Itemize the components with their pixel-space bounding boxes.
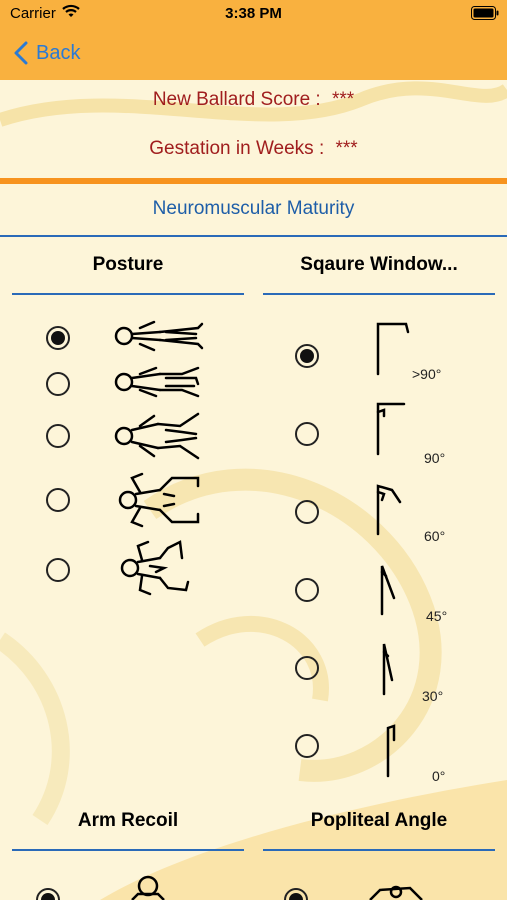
divider (0, 235, 507, 237)
posture-title: Posture (92, 254, 164, 275)
battery-icon (471, 6, 499, 24)
square-window-figure-5 (386, 724, 396, 778)
square-window-underline (263, 293, 495, 295)
carrier-label: Carrier (10, 5, 56, 22)
posture-radio-1[interactable] (46, 372, 70, 396)
gestation-weeks: Gestation in Weeks : *** (0, 138, 507, 160)
posture-radio-0[interactable] (46, 326, 70, 350)
gestation-weeks-value: *** (335, 138, 358, 159)
angle-label-0: >90° (412, 366, 442, 382)
square-window-radio-5[interactable] (295, 734, 319, 758)
posture-radio-4[interactable] (46, 558, 70, 582)
arm-recoil-radio-0[interactable] (36, 888, 60, 900)
square-window-radio-1[interactable] (295, 422, 319, 446)
posture-figure-1 (114, 366, 200, 398)
back-label: Back (36, 41, 81, 64)
arm-recoil-title: Arm Recoil (77, 810, 179, 831)
posture-radio-3[interactable] (46, 488, 70, 512)
gestation-weeks-label: Gestation in Weeks : (149, 138, 325, 159)
posture-radio-2[interactable] (46, 424, 70, 448)
square-window-figure-1 (376, 402, 406, 456)
clock-label: 3:38 PM (225, 5, 282, 22)
posture-figure-0 (114, 320, 204, 352)
angle-label-5: 0° (432, 768, 446, 784)
angle-label-3: 45° (426, 608, 448, 624)
posture-underline (12, 293, 244, 295)
arm-recoil-figure-0 (131, 875, 165, 900)
status-bar: Carrier 3:38 PM (0, 0, 507, 30)
square-window-radio-2[interactable] (295, 500, 319, 524)
popliteal-angle-figure-0 (369, 885, 423, 900)
back-button[interactable]: Back (14, 38, 80, 68)
square-window-radio-0[interactable] (295, 344, 319, 368)
square-window-radio-4[interactable] (295, 656, 319, 680)
posture-figure-3 (118, 472, 200, 528)
ballard-score-label: New Ballard Score : (152, 89, 321, 110)
square-window-figure-3 (380, 565, 396, 616)
square-window-figure-2 (376, 484, 402, 536)
divider (0, 178, 507, 184)
angle-label-4: 30° (422, 688, 444, 704)
square-window-title: Sqaure Window... (300, 254, 458, 275)
chevron-left-icon (14, 41, 28, 65)
ballard-score-value: *** (332, 89, 355, 110)
posture-figure-2 (114, 412, 200, 460)
square-window-radio-3[interactable] (295, 578, 319, 602)
popliteal-angle-title: Popliteal Angle (310, 810, 448, 831)
arm-recoil-underline (12, 849, 244, 851)
section-title: Neuromuscular Maturity (152, 198, 355, 219)
popliteal-angle-underline (263, 849, 495, 851)
ballard-score: New Ballard Score : *** (0, 89, 507, 111)
navigation-bar (0, 0, 507, 80)
square-window-figure-0 (376, 322, 410, 376)
angle-label-2: 60° (424, 528, 446, 544)
wifi-icon (62, 4, 80, 22)
angle-label-1: 90° (424, 450, 446, 466)
square-window-figure-4 (382, 643, 394, 696)
popliteal-angle-radio-0[interactable] (284, 888, 308, 900)
posture-figure-4 (120, 540, 190, 596)
